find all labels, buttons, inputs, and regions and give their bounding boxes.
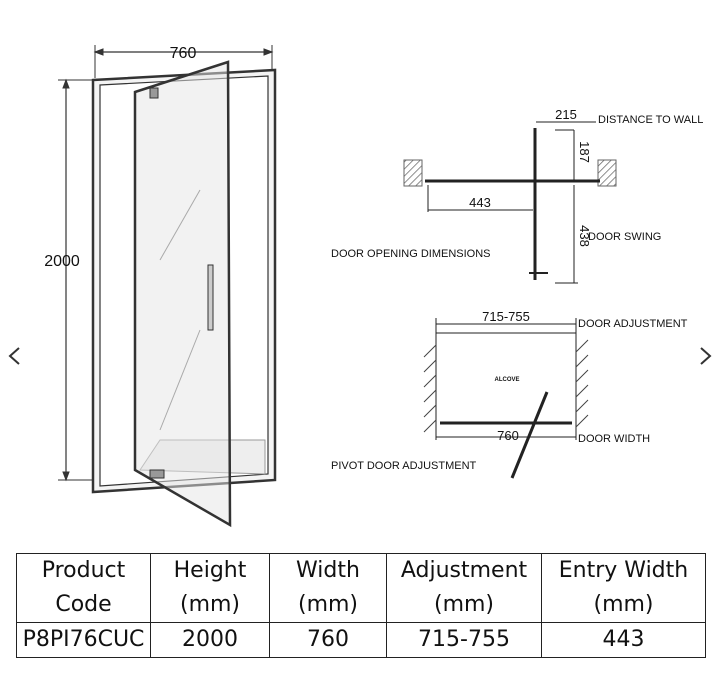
header-line: Adjustment <box>400 558 528 583</box>
product-diagram: 760 2000 215 DISTANCE TO WALL 187 443 43… <box>44 45 703 528</box>
distance-to-wall-label: DISTANCE TO WALL <box>598 114 703 126</box>
header-line: Entry Width <box>558 558 689 583</box>
door-width-label: DOOR WIDTH <box>578 433 650 445</box>
cell-entry-width: 443 <box>541 622 706 658</box>
distance-to-wall-value: 215 <box>555 107 577 122</box>
front-width-label: 760 <box>170 45 197 62</box>
alcove-label: ALCOVE <box>494 377 519 383</box>
header-line: (mm) <box>297 592 359 617</box>
cell-height: 2000 <box>150 622 270 658</box>
header-line: Product <box>41 558 126 583</box>
door-opening-title: DOOR OPENING DIMENSIONS <box>331 248 491 260</box>
adjustment-label: DOOR ADJUSTMENT <box>578 318 688 330</box>
entry-value: 443 <box>469 195 491 210</box>
chevron-left-icon <box>8 347 20 365</box>
carousel-next-button[interactable] <box>696 340 716 372</box>
cell-adjustment: 715-755 <box>386 622 542 658</box>
header-line: Width <box>296 558 360 583</box>
front-height-label: 2000 <box>44 253 80 270</box>
pivot-adjustment-title: PIVOT DOOR ADJUSTMENT <box>331 460 477 472</box>
header-line: Code <box>55 592 112 617</box>
adjustment-value: 715-755 <box>482 309 530 324</box>
header-width: Width (mm) <box>269 553 387 623</box>
cell-product-code: P8PI76CUC <box>16 622 151 658</box>
table-row: P8PI76CUC 2000 760 715-755 443 <box>16 622 706 658</box>
header-entry-width: Entry Width (mm) <box>541 553 706 623</box>
pivot-adjustment-plan <box>423 318 589 479</box>
door-width-value: 760 <box>497 428 519 443</box>
swing-label: DOOR SWING <box>588 231 661 243</box>
header-height: Height (mm) <box>150 553 270 623</box>
chevron-right-icon <box>700 347 712 365</box>
front-view-drawing <box>58 45 277 528</box>
header-line: Height <box>173 558 247 583</box>
swing-value: 438 <box>577 225 592 247</box>
header-line: (mm) <box>433 592 495 617</box>
header-line: (mm) <box>593 592 654 617</box>
header-adjustment: Adjustment (mm) <box>386 553 542 623</box>
header-line: (mm) <box>179 592 241 617</box>
depth-value: 187 <box>577 141 592 163</box>
door-opening-plan <box>403 121 617 284</box>
cell-width: 760 <box>269 622 387 658</box>
carousel-prev-button[interactable] <box>4 340 24 372</box>
